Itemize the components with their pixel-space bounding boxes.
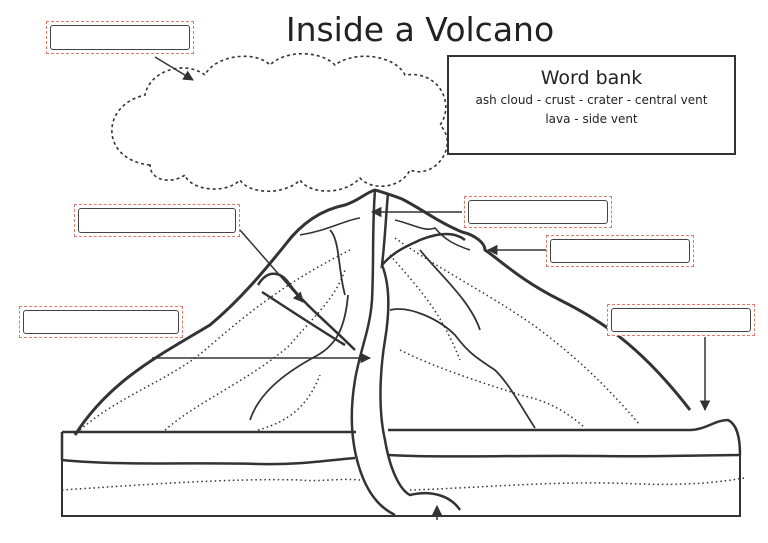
central-vent-left-wall — [350, 189, 396, 517]
label-input-central-vent[interactable] — [23, 310, 179, 334]
page-title: Inside a Volcano — [285, 10, 555, 49]
label-box-side-vent[interactable] — [74, 204, 240, 237]
ash-cloud-outline — [111, 53, 448, 192]
side-vent-channel — [256, 272, 356, 351]
right-rock-layer — [389, 249, 536, 429]
left-rock-layer — [249, 229, 349, 421]
label-box-crust[interactable] — [607, 304, 755, 336]
mountain-inner-line — [299, 217, 471, 251]
label-input-ash-cloud[interactable] — [50, 25, 190, 50]
word-bank: Word bank ash cloud - crust - crater - c… — [447, 55, 736, 155]
word-bank-line-1: ash cloud - crust - crater - central ven… — [475, 93, 708, 107]
mantle-dotted-line — [61, 477, 746, 491]
crust-left-edge — [60, 432, 356, 466]
word-bank-line-2: lava - side vent — [545, 112, 638, 126]
crust-right-lower — [387, 453, 741, 458]
word-bank-heading: Word bank — [540, 67, 643, 89]
arrow-to-ash-cloud — [154, 56, 194, 81]
label-box-ash-cloud[interactable] — [46, 21, 194, 54]
right-dotted-layer — [389, 237, 641, 429]
arrow-to-side-vent — [239, 229, 304, 303]
label-input-crust[interactable] — [611, 308, 751, 332]
label-box-central-vent[interactable] — [19, 306, 183, 338]
label-input-crater[interactable] — [468, 200, 608, 224]
label-box-upper-right[interactable] — [546, 235, 694, 267]
label-box-crater[interactable] — [464, 196, 612, 228]
left-dotted-layer — [79, 249, 351, 431]
central-vent-right-wall — [379, 192, 466, 511]
magma-chamber-bottom — [61, 455, 741, 517]
label-input-side-vent[interactable] — [78, 208, 236, 233]
crust-top — [62, 418, 742, 456]
label-input-upper-right[interactable] — [550, 239, 690, 263]
